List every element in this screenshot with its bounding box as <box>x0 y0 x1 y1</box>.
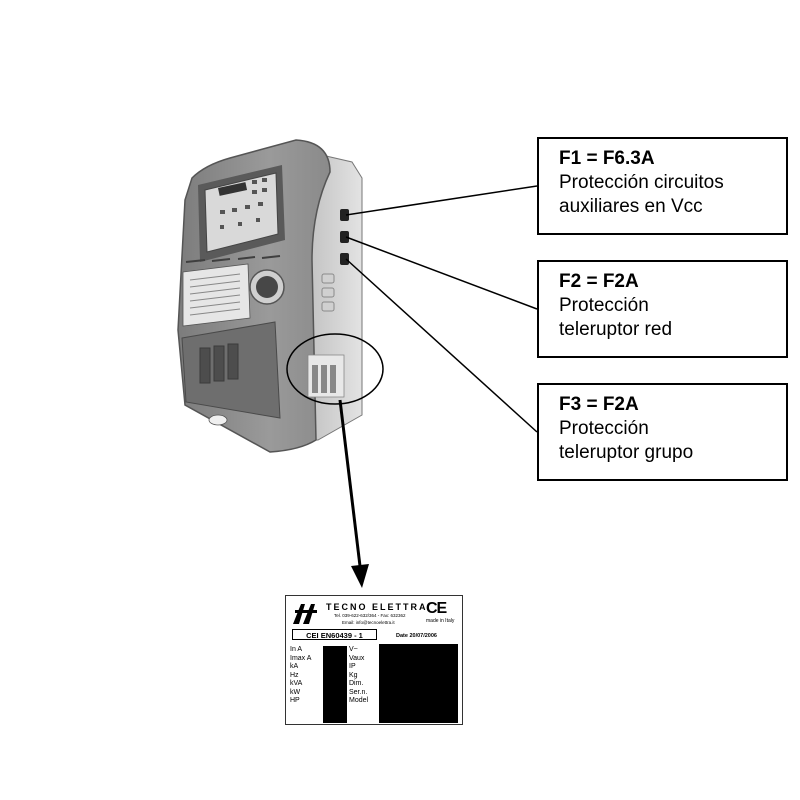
control-panel-illustration <box>177 139 363 453</box>
leader-lines <box>345 185 538 433</box>
rating-plate: TECNO ELETTRA Tel. 039-622-632/364 - Fax… <box>285 595 463 725</box>
callout-line: Protección circuitos <box>559 172 724 193</box>
plate-field-label: Kg <box>349 671 358 679</box>
redacted-values-left <box>323 646 347 723</box>
callout-f1: F1 = F6.3A Protección circuitos auxiliar… <box>537 137 788 235</box>
plate-field-label: Vaux <box>349 654 365 662</box>
warning-label <box>182 263 251 327</box>
plate-field-label: Hz <box>290 671 299 679</box>
callout-line: Protección <box>559 418 649 439</box>
plate-field-label: Ser.n. <box>349 688 368 696</box>
callout-line: teleruptor grupo <box>559 442 694 463</box>
plate-field-label: Dim. <box>349 680 364 687</box>
callout-f2: F2 = F2A Protección teleruptor red <box>537 260 788 358</box>
ce-mark: CE <box>426 600 447 617</box>
fuse-holders <box>340 209 349 265</box>
plate-field-label: Imax A <box>290 654 312 662</box>
plate-field-label: kVA <box>290 680 303 687</box>
highlight-ellipse <box>286 333 384 405</box>
plate-field-label: IP <box>349 663 356 670</box>
redacted-values-right <box>379 644 458 723</box>
plate-brand: TECNO ELETTRA <box>326 602 428 612</box>
plate-field-label: Model <box>349 697 369 704</box>
plate-field-label: kA <box>290 663 299 670</box>
callout-line: auxiliares en Vcc <box>559 196 703 217</box>
callout-line: teleruptor red <box>559 319 673 340</box>
callout-f3: F3 = F2A Protección teleruptor grupo <box>537 383 788 481</box>
callout-title: F1 = F6.3A <box>559 148 655 169</box>
callout-title: F2 = F2A <box>559 271 639 292</box>
plate-contact-email: Email: info@tecnoelettra.it <box>342 620 395 625</box>
callout-title: F3 = F2A <box>559 394 639 415</box>
tecno-elettra-logo <box>293 604 317 624</box>
plate-contact-phone: Tel. 039-622-632/364 - Fax: 632362 <box>334 613 406 618</box>
plate-norm: CEI EN60439 - 1 <box>292 629 377 640</box>
plate-field-label: kW <box>290 688 301 696</box>
brand-logo <box>208 414 228 426</box>
plate-field-label: In A <box>290 646 303 653</box>
plate-field-label: V~ <box>349 646 358 653</box>
leader-line-f2 <box>345 236 538 310</box>
plate-field-label: HP <box>290 697 300 704</box>
made-in-label: made in Italy <box>426 618 455 624</box>
plate-arrow <box>338 399 369 588</box>
leader-line-f1 <box>345 185 538 216</box>
leader-line-f3 <box>345 258 538 433</box>
arrow-head <box>351 564 369 588</box>
callout-line: Protección <box>559 295 649 316</box>
plate-date: Date 20/07/2006 <box>396 633 437 639</box>
